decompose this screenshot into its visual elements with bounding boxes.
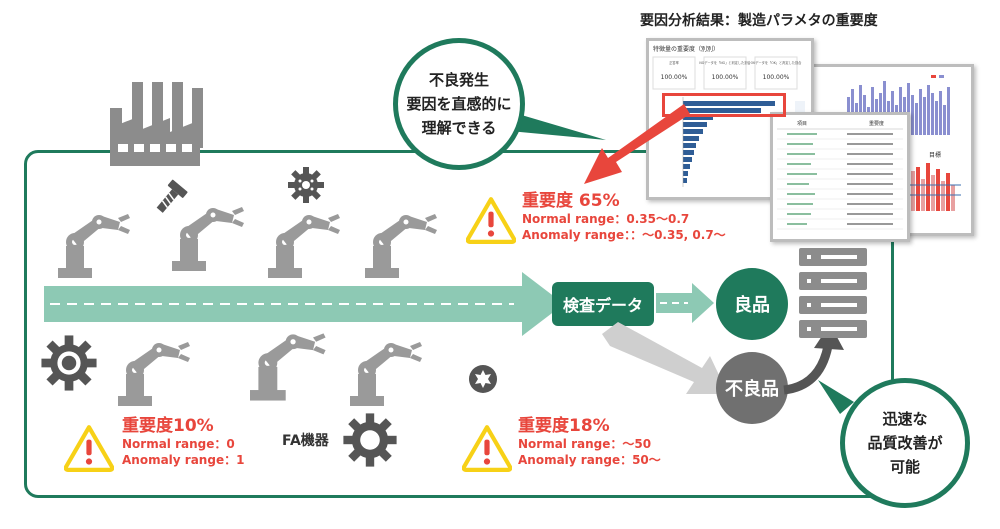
- callout-tail: [498, 108, 606, 140]
- flow-arrow: [44, 272, 564, 336]
- server-icon: [799, 248, 867, 338]
- robot-arm-icon: [118, 342, 190, 406]
- normal-range: Normal range：0.35〜0.7: [522, 212, 690, 226]
- good-arrow: [656, 283, 714, 323]
- gear-icon: [288, 167, 324, 203]
- normal-range: Normal range：〜50: [518, 437, 652, 451]
- table-header-item: 項目: [797, 121, 807, 127]
- red-pointer-arrow: [584, 104, 690, 184]
- warning-icon: [462, 424, 512, 472]
- table-header-importance: 重要度: [869, 120, 884, 127]
- defect-arrow: [602, 322, 728, 394]
- anomaly-range: Anomaly range：：〜0.35, 0.7〜: [522, 228, 726, 242]
- fa-equipment-gear-icon: [343, 413, 397, 467]
- kpi-label: NGデータを「NG」と判定した割合: [699, 60, 751, 65]
- kpi-label: OKデータを「OK」と判定した割合: [751, 60, 802, 65]
- defect-product-circle: 不良品: [716, 352, 788, 424]
- importance-title: 重要度10%: [122, 416, 214, 436]
- good-product-label: 良品: [734, 295, 770, 316]
- importance-title: 重要度 65%: [522, 191, 620, 211]
- callout-line: 要因を直感的に: [406, 95, 512, 113]
- fa-equipment-label: FA機器: [282, 433, 329, 449]
- importance-block-2: 重要度10% Normal range：0 Anomaly range：1: [122, 416, 244, 468]
- callout-line: 迅速な: [882, 410, 928, 428]
- analysis-title: 要因分析結果：製造パラメタの重要度: [640, 13, 878, 29]
- good-product-circle: 良品: [716, 268, 788, 340]
- inspection-data-box: 検査データ: [552, 282, 654, 326]
- inspection-data-label: 検査データ: [562, 296, 643, 315]
- nut-icon: [469, 365, 497, 393]
- kpi-label: 正答率: [669, 60, 679, 65]
- callout-tail: [818, 380, 854, 414]
- kpi-value: 100.00%: [763, 74, 790, 81]
- bolt-icon: [156, 179, 188, 213]
- warning-icon: [466, 196, 516, 244]
- gear-icon: [41, 335, 97, 391]
- robot-arm-icon: [350, 342, 422, 406]
- anomaly-range: Anomaly range：1: [122, 453, 245, 467]
- warning-icon: [64, 424, 114, 472]
- callout-intuitive: 不良発生 要因を直感的に 理解できる: [393, 38, 525, 170]
- importance-block-1: 重要度 65% Normal range：0.35〜0.7 Anomaly ra…: [522, 191, 726, 243]
- callout-line: 理解できる: [421, 119, 497, 137]
- callout-quick-improvement: 迅速な 品質改善が 可能: [840, 378, 970, 508]
- panel-a-title: 特徴量の重要度（別別）: [653, 45, 719, 53]
- anomaly-range: Anomaly range：50〜: [518, 453, 661, 467]
- kpi-value: 100.00%: [661, 74, 688, 81]
- importance-title: 重要度18%: [518, 416, 610, 436]
- factory-icon: [110, 82, 203, 166]
- callout-line: 不良発生: [428, 71, 489, 89]
- robot-arm-icon: [172, 207, 244, 271]
- robot-arm-icon: [250, 333, 326, 401]
- callout-line: 品質改善が: [867, 434, 943, 452]
- callout-line: 可能: [889, 458, 920, 476]
- kpi-value: 100.00%: [712, 74, 739, 81]
- importance-block-3: 重要度18% Normal range：〜50 Anomaly range：50…: [518, 416, 661, 468]
- normal-range: Normal range：0: [122, 437, 235, 451]
- highlight-box: [662, 93, 786, 117]
- table-panel-b: 項目 重要度: [770, 112, 910, 242]
- defect-product-label: 不良品: [725, 379, 779, 400]
- panel-c-subtitle: 目標: [929, 151, 941, 159]
